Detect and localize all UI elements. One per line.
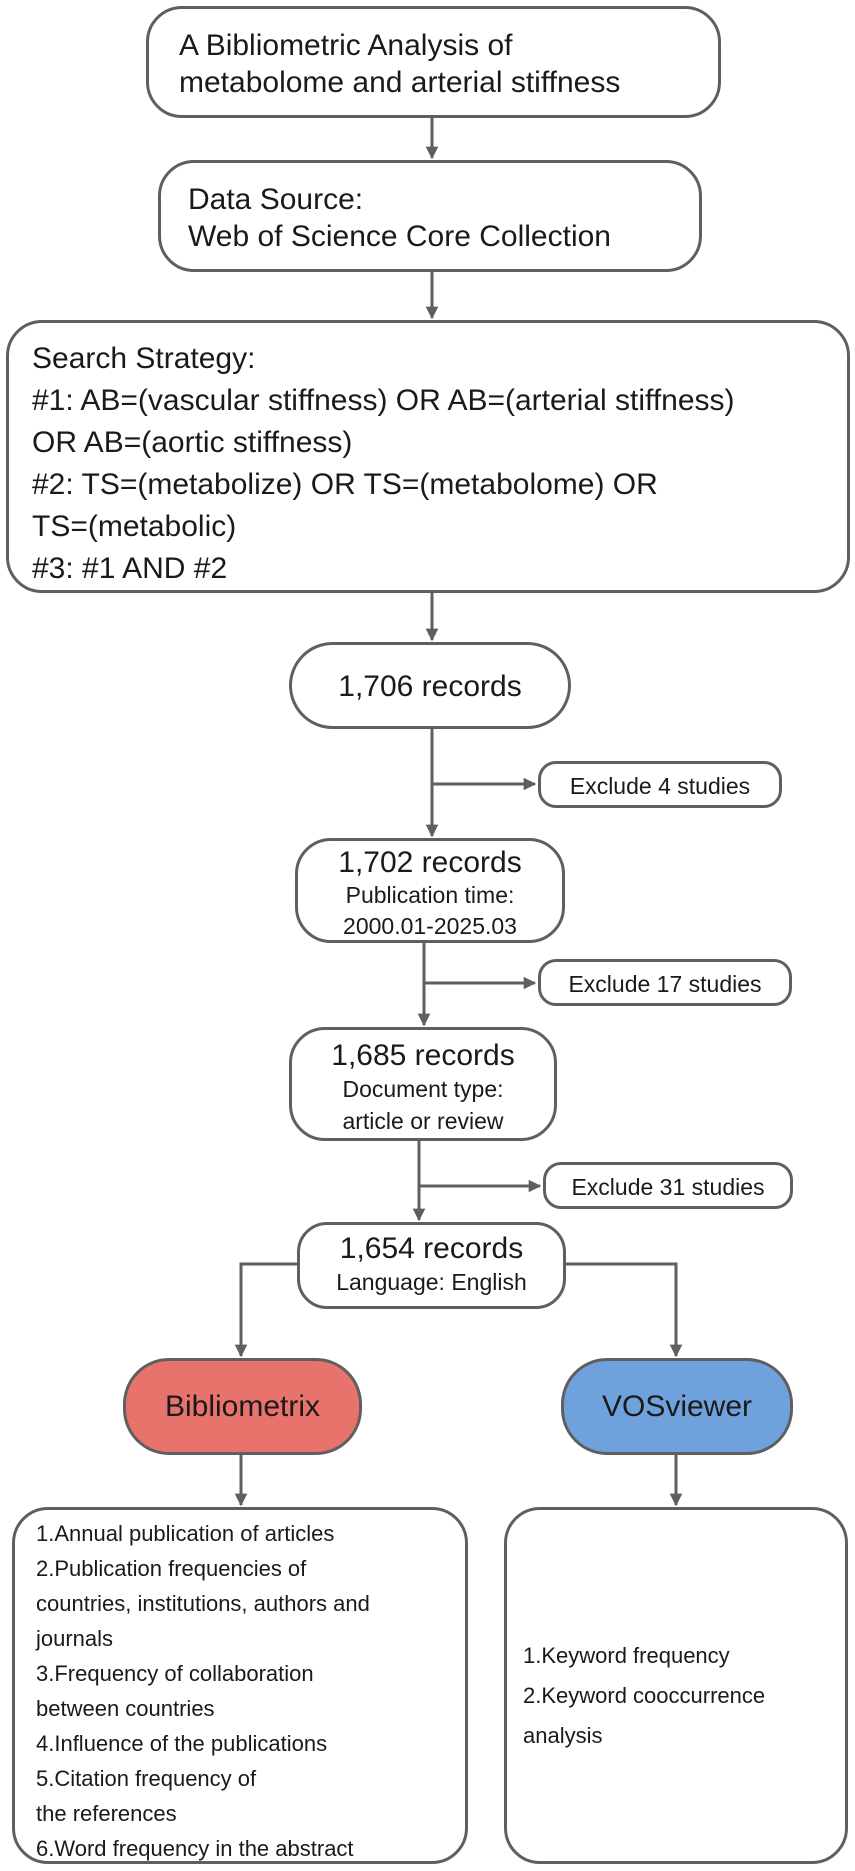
analysis-item: 4.Influence of the publications: [36, 1731, 328, 1756]
analysis-item: analysis: [523, 1723, 603, 1748]
strategy-line: TS=(metabolic): [32, 510, 237, 543]
title-text: A Bibliometric Analysis of metabolome an…: [179, 27, 620, 101]
vosviewer-node: VOSviewer: [561, 1358, 793, 1455]
records-count: 1,702 records: [338, 846, 522, 879]
records-1654-box: 1,654 records Language: English: [297, 1222, 566, 1309]
analysis-item: 6.Word frequency in the abstract: [36, 1836, 354, 1861]
strategy-line: #1: AB=(vascular stiffness) OR AB=(arter…: [32, 384, 735, 417]
analysis-item: 2.Keyword cooccurrence: [523, 1683, 766, 1708]
exclude-31-box: Exclude 31 studies: [543, 1162, 793, 1209]
records-1706-box: 1,706 records: [289, 642, 571, 729]
analysis-item: 1.Annual publication of articles: [36, 1521, 335, 1546]
vosviewer-analysis-list: 1.Keyword frequency 2.Keyword cooccurren…: [523, 1636, 765, 1756]
records-detail: Publication time:: [345, 882, 515, 908]
bibliometrix-node: Bibliometrix: [123, 1358, 362, 1455]
analysis-item: 5.Citation frequency of: [36, 1766, 257, 1791]
analysis-item: between countries: [36, 1696, 215, 1721]
records-count: 1,706 records: [338, 670, 522, 703]
analysis-item: 3.Frequency of collaboration: [36, 1661, 314, 1686]
records-1654-content: 1,654 records Language: English: [300, 1232, 563, 1298]
tool-name: VOSviewer: [601, 1389, 753, 1423]
exclude-label: Exclude 17 studies: [568, 971, 762, 997]
arrow-to-vosviewer: [564, 1262, 683, 1358]
analysis-item: the references: [36, 1801, 177, 1826]
records-1685-content: 1,685 records Document type: article or …: [292, 1039, 554, 1137]
strategy-line: #3: #1 AND #2: [32, 552, 228, 585]
exclude-label: Exclude 31 studies: [571, 1174, 765, 1200]
strategy-line: #2: TS=(metabolize) OR TS=(metabolome) O…: [32, 468, 658, 501]
analysis-item: 2.Publication frequencies of: [36, 1556, 307, 1581]
analysis-item: countries, institutions, authors and: [36, 1591, 370, 1616]
strategy-line: OR AB=(aortic stiffness): [32, 426, 353, 459]
tool-name: Bibliometrix: [164, 1389, 321, 1423]
records-detail: 2000.01-2025.03: [343, 913, 517, 939]
bibliometrix-analysis-box: 1.Annual publication of articles 2.Publi…: [12, 1507, 468, 1864]
strategy-heading: Search Strategy:: [32, 342, 256, 375]
title-line: A Bibliometric Analysis of: [179, 29, 513, 62]
records-detail: article or review: [342, 1108, 504, 1134]
analysis-item: 1.Keyword frequency: [523, 1643, 730, 1668]
exclude-4-box: Exclude 4 studies: [538, 761, 782, 808]
bibliometrix-analysis-list: 1.Annual publication of articles 2.Publi…: [36, 1516, 370, 1866]
records-count: 1,654 records: [339, 1232, 524, 1265]
analysis-item: journals: [36, 1626, 114, 1651]
records-1685-box: 1,685 records Document type: article or …: [289, 1027, 557, 1141]
records-1702-content: 1,702 records Publication time: 2000.01-…: [298, 846, 562, 942]
data-source-box: Data Source: Web of Science Core Collect…: [158, 160, 702, 272]
data-source-text: Data Source: Web of Science Core Collect…: [188, 181, 611, 255]
arrow-to-bibliometrix: [234, 1262, 298, 1358]
data-source-label: Data Source:: [188, 183, 364, 216]
title-box: A Bibliometric Analysis of metabolome an…: [146, 6, 721, 118]
records-detail: Language: English: [336, 1269, 527, 1295]
search-strategy-box: Search Strategy: #1: AB=(vascular stiffn…: [6, 320, 850, 593]
data-source-value: Web of Science Core Collection: [188, 220, 611, 253]
records-1702-box: 1,702 records Publication time: 2000.01-…: [295, 838, 565, 943]
records-detail: Document type:: [342, 1076, 504, 1102]
exclude-label: Exclude 4 studies: [569, 773, 751, 799]
vosviewer-analysis-box: 1.Keyword frequency 2.Keyword cooccurren…: [504, 1507, 848, 1864]
exclude-17-box: Exclude 17 studies: [538, 959, 792, 1006]
records-count: 1,685 records: [331, 1039, 515, 1072]
title-line: metabolome and arterial stiffness: [179, 66, 621, 99]
search-strategy-text: Search Strategy: #1: AB=(vascular stiffn…: [32, 338, 735, 590]
